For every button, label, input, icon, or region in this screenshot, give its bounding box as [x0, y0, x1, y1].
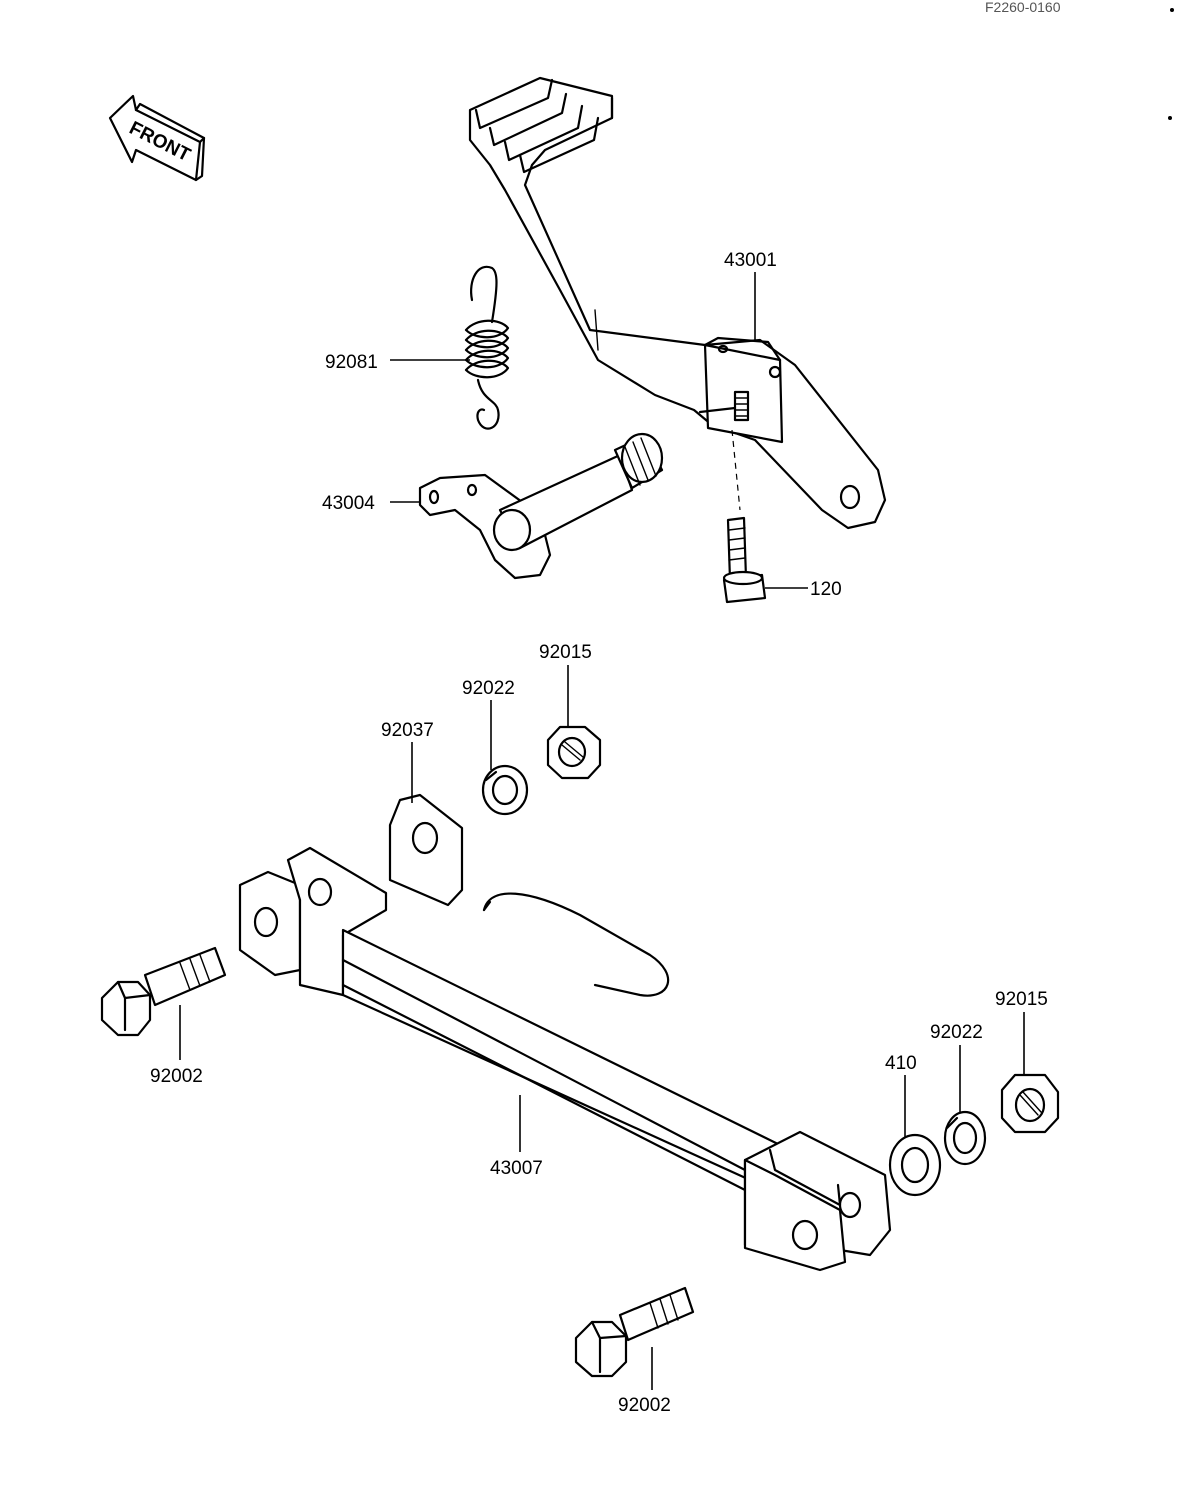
bolt-120 — [722, 516, 767, 604]
part-label-92002-left: 92002 — [150, 1066, 203, 1087]
return-spring-92081 — [464, 265, 510, 430]
part-label-43004: 43004 — [322, 493, 375, 514]
part-label-92022-right: 92022 — [930, 1022, 983, 1043]
part-label-92002-bottom: 92002 — [618, 1395, 671, 1416]
lock-washer-92022-top — [481, 764, 529, 816]
bolt-92002-left — [100, 946, 227, 1037]
bracket-92037 — [388, 793, 670, 997]
part-label-92015-right: 92015 — [995, 989, 1048, 1010]
nut-92015-right — [1000, 1073, 1060, 1134]
part-label-92037: 92037 — [381, 720, 434, 741]
brake-pedal-43001 — [468, 76, 887, 530]
leader-lines — [179, 272, 1025, 1390]
pedal-shaft-43004 — [418, 432, 664, 580]
reference-code: F2260-0160 — [985, 0, 1061, 15]
part-label-43007: 43007 — [490, 1158, 543, 1179]
lock-washer-92022-right — [943, 1110, 987, 1166]
bolt-92002-bottom — [574, 1286, 695, 1378]
part-label-92022-top: 92022 — [462, 678, 515, 699]
part-label-410: 410 — [885, 1053, 917, 1074]
part-label-92081: 92081 — [325, 352, 378, 373]
front-arrow-icon: FRONT — [108, 94, 206, 182]
washer-410 — [888, 1133, 942, 1197]
brake-rod-43007 — [238, 846, 892, 1272]
part-label-92015-top: 92015 — [539, 642, 592, 663]
part-label-120: 120 — [810, 579, 842, 600]
nut-92015-top — [546, 725, 602, 780]
part-label-43001: 43001 — [724, 250, 777, 271]
